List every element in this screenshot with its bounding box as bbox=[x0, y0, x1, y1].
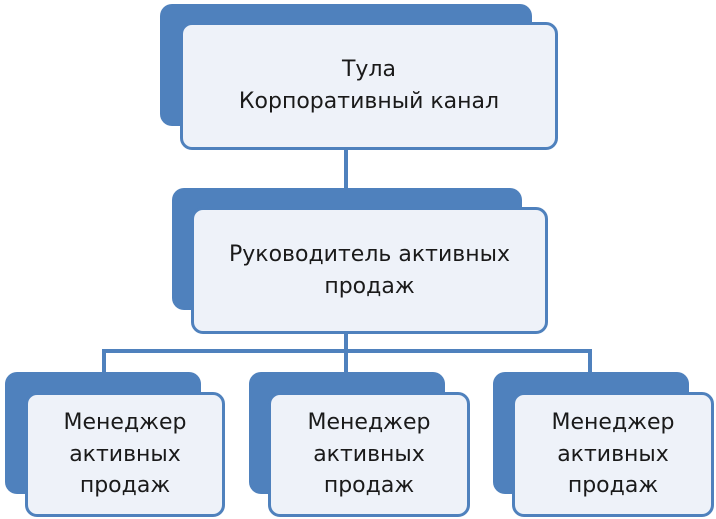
node-bottom-2-box: Менеджер активных продаж bbox=[268, 392, 470, 517]
connector-right-drop bbox=[588, 349, 592, 373]
node-bottom-3-box: Менеджер активных продаж bbox=[512, 392, 714, 517]
node-bottom-1-line1: Менеджер bbox=[63, 409, 187, 435]
node-middle-line2: продаж bbox=[324, 273, 415, 299]
connector-middle-trunk bbox=[344, 333, 348, 373]
node-bottom-1-line3: продаж bbox=[79, 473, 171, 499]
node-bottom-1-line2: активных bbox=[69, 441, 181, 467]
node-bottom-3-line1: Менеджер bbox=[551, 409, 675, 435]
node-middle-line1: Руководитель активных bbox=[229, 241, 510, 267]
node-top-line1: Тула bbox=[341, 57, 396, 83]
node-bottom-2-line1: Менеджер bbox=[307, 409, 431, 435]
node-top-box: Тула Корпоративный канал bbox=[180, 22, 558, 150]
node-bottom-2-line3: продаж bbox=[323, 473, 415, 499]
connector-top-middle bbox=[344, 148, 348, 190]
connector-left-drop bbox=[102, 349, 106, 373]
node-middle-box: Руководитель активных продаж bbox=[191, 207, 548, 334]
connector-horizontal bbox=[102, 349, 592, 353]
node-bottom-2-line2: активных bbox=[313, 441, 425, 467]
node-bottom-3-line2: активных bbox=[557, 441, 669, 467]
node-bottom-1-box: Менеджер активных продаж bbox=[25, 392, 225, 517]
node-top-line2: Корпоративный канал bbox=[238, 89, 500, 114]
node-bottom-3-line3: продаж bbox=[567, 473, 659, 499]
